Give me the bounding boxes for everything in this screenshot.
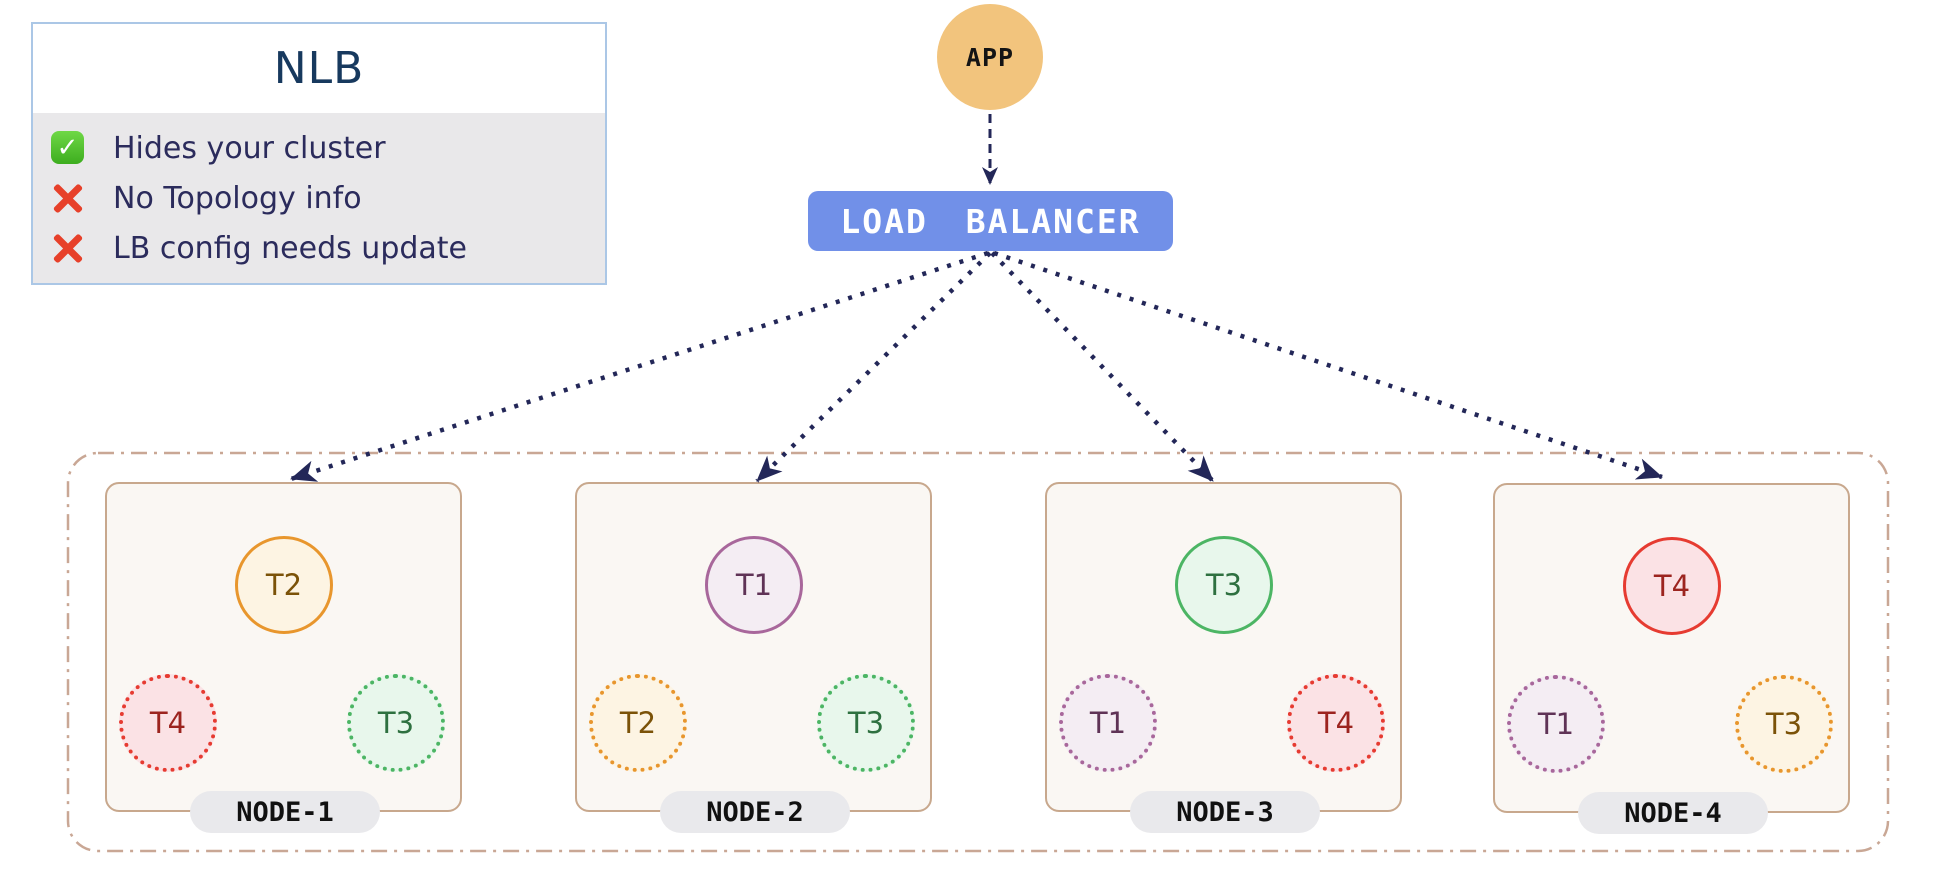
- pod-label: T1: [735, 568, 773, 602]
- panel-item-text: No Topology info: [113, 180, 362, 216]
- pod: T3: [1735, 675, 1833, 773]
- node-label: NODE-4: [1578, 792, 1768, 834]
- node-1: T2 T4 T3 NODE-1: [105, 482, 462, 833]
- check-icon: [49, 129, 87, 167]
- panel-item: Hides your cluster: [33, 129, 605, 167]
- pod: T4: [1623, 537, 1721, 635]
- pod: T4: [119, 674, 217, 772]
- load-balancer: LOAD BALANCER: [808, 191, 1173, 251]
- node-2: T1 T2 T3 NODE-2: [575, 482, 932, 833]
- pod: T2: [235, 536, 333, 634]
- nlb-panel-header: NLB: [33, 24, 605, 113]
- pod-label: T3: [847, 706, 885, 740]
- pod: T4: [1287, 674, 1385, 772]
- node-label: NODE-2: [660, 791, 850, 833]
- node-4: T4 T1 T3 NODE-4: [1493, 483, 1850, 834]
- arrow-lb-to-node-4: [993, 250, 1663, 480]
- node-label-text: NODE-4: [1624, 797, 1722, 829]
- nlb-panel-body: Hides your cluster No Topology info LB c…: [33, 113, 605, 283]
- node-label-text: NODE-1: [236, 796, 334, 828]
- pod: T1: [1059, 674, 1157, 772]
- arrow-lb-to-node-1: [290, 250, 989, 482]
- pod-label: T3: [1205, 568, 1243, 602]
- pod: T1: [1507, 675, 1605, 773]
- pod-label: T1: [1537, 707, 1575, 741]
- pod-label: T4: [1653, 569, 1691, 603]
- node-label: NODE-3: [1130, 791, 1320, 833]
- pod-label: T4: [149, 706, 187, 740]
- node-label-text: NODE-3: [1176, 796, 1274, 828]
- pod-label: T4: [1317, 706, 1355, 740]
- arrow-lb-to-node-2: [755, 251, 992, 483]
- pod: T3: [1175, 536, 1273, 634]
- cross-icon: [49, 229, 87, 267]
- arrow-lb-to-node-3: [990, 251, 1215, 483]
- panel-title: NLB: [273, 43, 365, 94]
- pod-label: T2: [265, 568, 303, 602]
- node-label-text: NODE-2: [706, 796, 804, 828]
- pod-label: T2: [619, 706, 657, 740]
- app-label: APP: [965, 42, 1015, 72]
- panel-item-text: Hides your cluster: [113, 130, 386, 166]
- pod: T3: [347, 674, 445, 772]
- pod: T2: [589, 674, 687, 772]
- node-3: T3 T1 T4 NODE-3: [1045, 482, 1402, 833]
- pod-label: T3: [377, 706, 415, 740]
- pod-label: T3: [1765, 707, 1803, 741]
- panel-item: No Topology info: [33, 179, 605, 217]
- nlb-info-panel: NLB Hides your cluster No Topology info …: [31, 22, 607, 285]
- cross-icon: [49, 179, 87, 217]
- pod: T1: [705, 536, 803, 634]
- panel-item-text: LB config needs update: [113, 230, 468, 266]
- app-node: APP: [937, 4, 1043, 110]
- node-label: NODE-1: [190, 791, 380, 833]
- load-balancer-label: LOAD BALANCER: [840, 201, 1141, 241]
- check-badge: [51, 131, 84, 164]
- pod: T3: [817, 674, 915, 772]
- pod-label: T1: [1089, 706, 1127, 740]
- panel-item: LB config needs update: [33, 229, 605, 267]
